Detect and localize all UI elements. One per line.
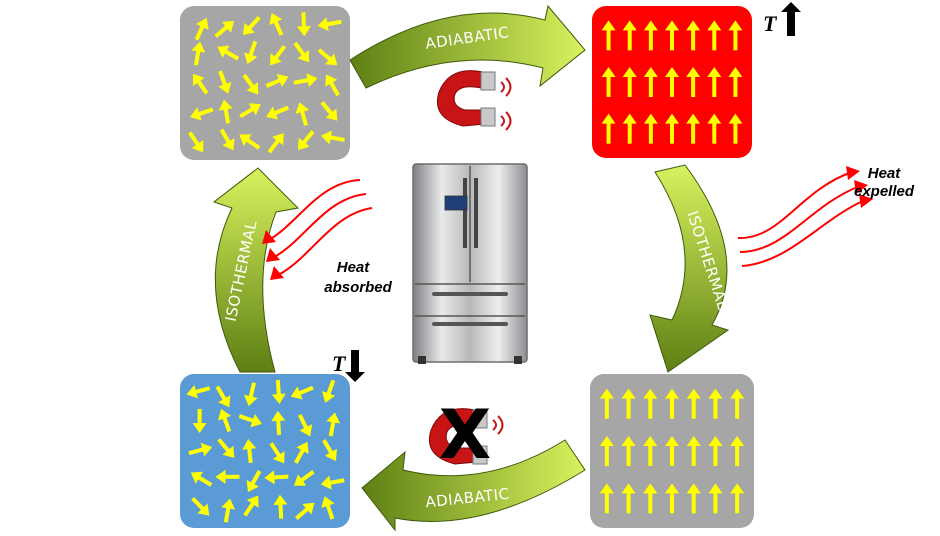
heat-expelled-label-line1: Heat [868,165,902,182]
removed-mark-x: X [439,396,491,475]
state-box-bottom-left [180,374,350,528]
temperature-symbol: T [763,11,778,36]
heat-expelled-waves [738,166,873,266]
heat-absorbed-label-line1: Heat [337,259,371,276]
refrigerator-icon [413,164,527,364]
magnet-icon [437,71,510,130]
state-box-bottom-right [590,374,754,528]
state-box-top-left [180,6,350,160]
heat-expelled-label-line2: expelled [854,183,915,200]
arrow-down-icon [345,350,365,382]
process-arrow-right: ISOTHERMAL [650,165,732,372]
temperature-symbol: T [332,351,347,376]
heat-absorbed-label-line2: absorbed [324,279,392,296]
state-box-top-right [592,6,752,158]
arrow-up-icon [781,2,801,36]
temperature-up-indicator: T [763,2,801,36]
